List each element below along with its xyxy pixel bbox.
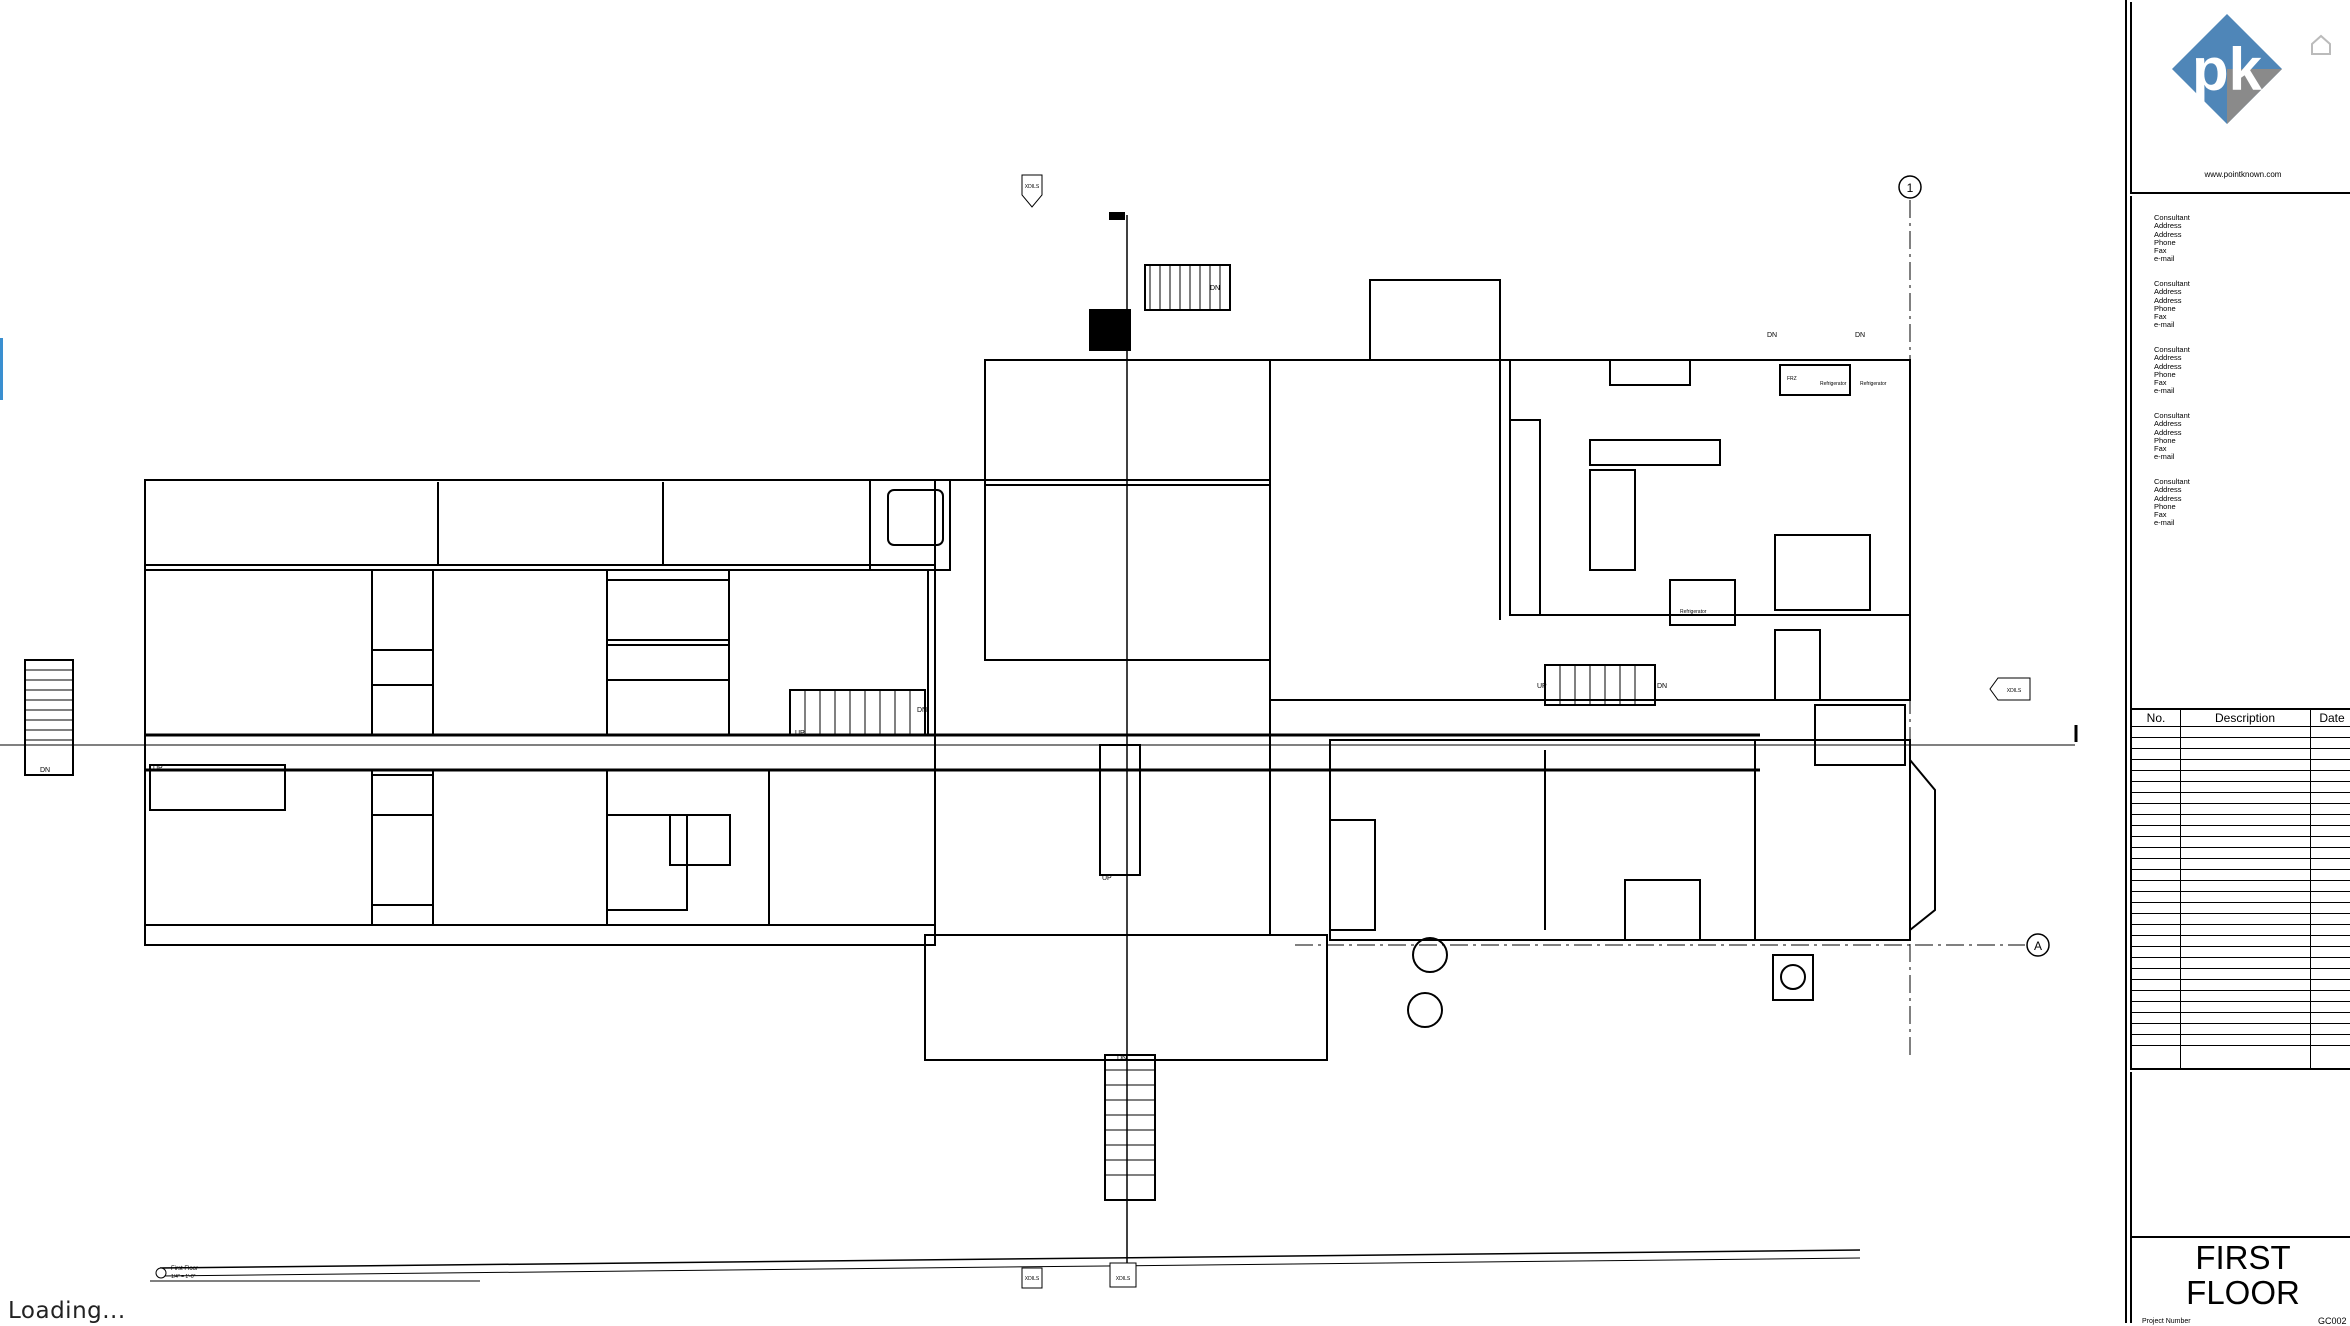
stair-note: UP xyxy=(795,730,805,737)
revision-row-line xyxy=(2132,1023,2350,1024)
revision-row-line xyxy=(2132,979,2350,980)
revision-row-line xyxy=(2132,946,2350,947)
revision-row-line xyxy=(2132,825,2350,826)
section-tag-south-2: XDILS xyxy=(1116,1276,1131,1282)
section-tag-south: XDILS xyxy=(1025,1276,1040,1282)
west-wing-outline xyxy=(144,479,936,946)
stair-note: UP xyxy=(1102,875,1112,882)
room-note: Refrigerator xyxy=(1860,381,1887,387)
home-icon xyxy=(2311,34,2331,55)
view-title-name: First Floor xyxy=(171,1266,198,1272)
stair-note: UP xyxy=(1537,683,1547,690)
room-note: Refrigerator xyxy=(1820,381,1847,387)
company-website: www.pointknown.com xyxy=(2204,170,2282,179)
revision-row-line xyxy=(2132,924,2350,925)
section-tag-east: XDILS xyxy=(2007,688,2022,694)
notes-cell xyxy=(2130,1072,2350,1238)
revision-row-line xyxy=(2132,803,2350,804)
stair-note: DN xyxy=(1657,683,1667,690)
revision-row-line xyxy=(2132,858,2350,859)
stair-note: DN xyxy=(1855,332,1865,339)
logo-letters: pk xyxy=(2192,36,2263,103)
revision-row-line xyxy=(2132,935,2350,936)
revision-row-line xyxy=(2132,869,2350,870)
section-tag-north: XDILS xyxy=(1025,184,1040,190)
revision-row-line xyxy=(2132,847,2350,848)
stair-note: DN xyxy=(917,707,927,714)
stair-note: DN xyxy=(40,767,50,774)
revision-row-line xyxy=(2132,990,2350,991)
stair-note: UP xyxy=(153,765,163,772)
grid-bubble-1 xyxy=(1898,175,1922,199)
floor-plan[interactable]: 1 A XDILS XDILS XDILS XDILS DN UP DN DN … xyxy=(0,0,2125,1323)
grid-label-1: 1 xyxy=(1907,181,1914,195)
revision-row-line xyxy=(2132,770,2350,771)
side-panel-tab[interactable] xyxy=(0,338,3,400)
revision-row-line xyxy=(2132,957,2350,958)
revision-row-line xyxy=(2132,814,2350,815)
revision-header-description: Description xyxy=(2214,711,2276,725)
revision-row-line xyxy=(2132,748,2350,749)
revision-header-date: Date xyxy=(2319,711,2345,725)
room-note: FRZ xyxy=(1787,376,1797,382)
revision-row-line xyxy=(2132,781,2350,782)
room-note: Refrigerator xyxy=(1680,609,1707,615)
revision-row-line xyxy=(2132,836,2350,837)
sheet-title: FIRST FLOOR xyxy=(2186,1239,2300,1311)
revision-row-line xyxy=(2132,880,2350,881)
sheet-title-cell: FIRST FLOOR Project Number GC002 xyxy=(2130,1238,2350,1326)
grid-label-a: A xyxy=(2034,939,2042,953)
stair-note: DN xyxy=(1117,1055,1127,1062)
revision-row-line xyxy=(2132,1034,2350,1035)
logo-cell: pk www.pointknown.com xyxy=(2130,2,2350,194)
stair-note: DN xyxy=(1210,285,1220,292)
west-porch xyxy=(144,479,936,571)
revision-table: No. Description Date xyxy=(2130,710,2350,1070)
revision-row-line xyxy=(2132,891,2350,892)
revision-row-line xyxy=(2132,737,2350,738)
stair-note: DN xyxy=(1767,332,1777,339)
revision-row-line xyxy=(2132,1045,2350,1046)
sheet-number: GC002 xyxy=(2318,1316,2347,1326)
revision-row-line xyxy=(2132,759,2350,760)
project-number-label: Project Number xyxy=(2142,1318,2191,1325)
view-title-scale: 1/4" = 1'-0" xyxy=(171,1274,196,1280)
revision-row-line xyxy=(2132,792,2350,793)
revision-row-line xyxy=(2132,726,2350,727)
grid-bubble-a xyxy=(2026,933,2050,957)
revision-row-line xyxy=(2132,902,2350,903)
company-logo: pk xyxy=(2172,14,2331,124)
revision-row-line xyxy=(2132,968,2350,969)
loading-status: Loading... xyxy=(8,1298,126,1324)
revision-header-no: No. xyxy=(2146,711,2166,725)
revision-row-line xyxy=(2132,1001,2350,1002)
revision-row-line xyxy=(2132,913,2350,914)
revision-row-line xyxy=(2132,1012,2350,1013)
